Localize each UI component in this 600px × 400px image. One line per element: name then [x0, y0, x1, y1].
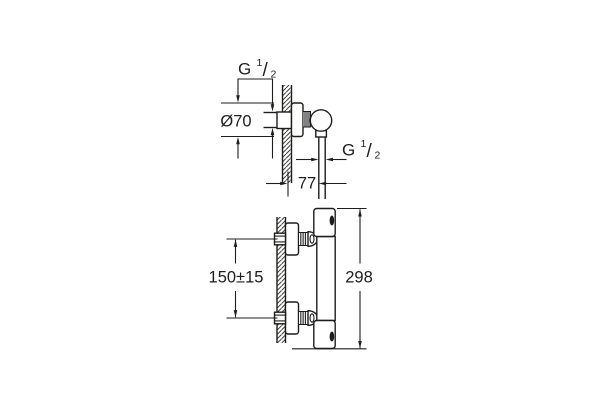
label-g-half-outlet-num: 1 [361, 138, 367, 150]
label-g-half-outlet-den: 2 [375, 150, 381, 162]
thread-section [302, 111, 311, 128]
label-g-half-outlet-g: G [342, 141, 355, 160]
label-g-half-inlet-num: 1 [257, 57, 263, 69]
lower-side-view: 150±15 298 [209, 207, 373, 350]
dimension-g-half-outlet: G 1 / 2 [296, 138, 381, 162]
union-escutcheon [284, 222, 300, 256]
wall-hatch-lower [277, 217, 286, 343]
body-top-cap [313, 207, 336, 238]
dimension-g-half-inlet: G 1 / 2 [236, 57, 277, 112]
label-g-half-inlet-slash: / [263, 60, 269, 81]
label-g-half-inlet-g: G [238, 60, 251, 79]
bottom-handle-detail [329, 331, 335, 342]
label-overall-height: 298 [345, 269, 373, 287]
dimension-projection-77: 77 [266, 171, 347, 197]
label-g-half-inlet-den: 2 [271, 69, 277, 81]
inlet-pipe [263, 111, 293, 130]
dimension-overall-height: 298 [292, 207, 373, 350]
label-projection-77: 77 [298, 175, 316, 193]
wall-section [281, 85, 293, 183]
label-g-half-outlet-slash: / [367, 141, 373, 162]
mixer-body [313, 207, 336, 350]
wall-hatch [282, 85, 292, 183]
valve-body [309, 109, 333, 132]
body-column [316, 235, 336, 322]
union-escutcheon [284, 301, 300, 335]
union-dome-detail [309, 313, 315, 323]
wall-thread-block [276, 111, 293, 130]
dimension-diameter-70: Ø70 [220, 102, 275, 159]
union-dome-detail [309, 234, 315, 244]
outlet-pipe [318, 137, 326, 199]
upper-side-view: G 1 / 2 Ø70 G 1 / 2 [220, 57, 381, 199]
dimension-center-distance: 150±15 [209, 238, 278, 319]
top-handle-detail [329, 215, 335, 226]
label-diameter-70: Ø70 [220, 113, 251, 131]
label-center-distance: 150±15 [209, 269, 264, 287]
escutcheon [290, 102, 304, 138]
wall-union-top [273, 222, 319, 256]
wall-union-bottom [273, 301, 319, 335]
